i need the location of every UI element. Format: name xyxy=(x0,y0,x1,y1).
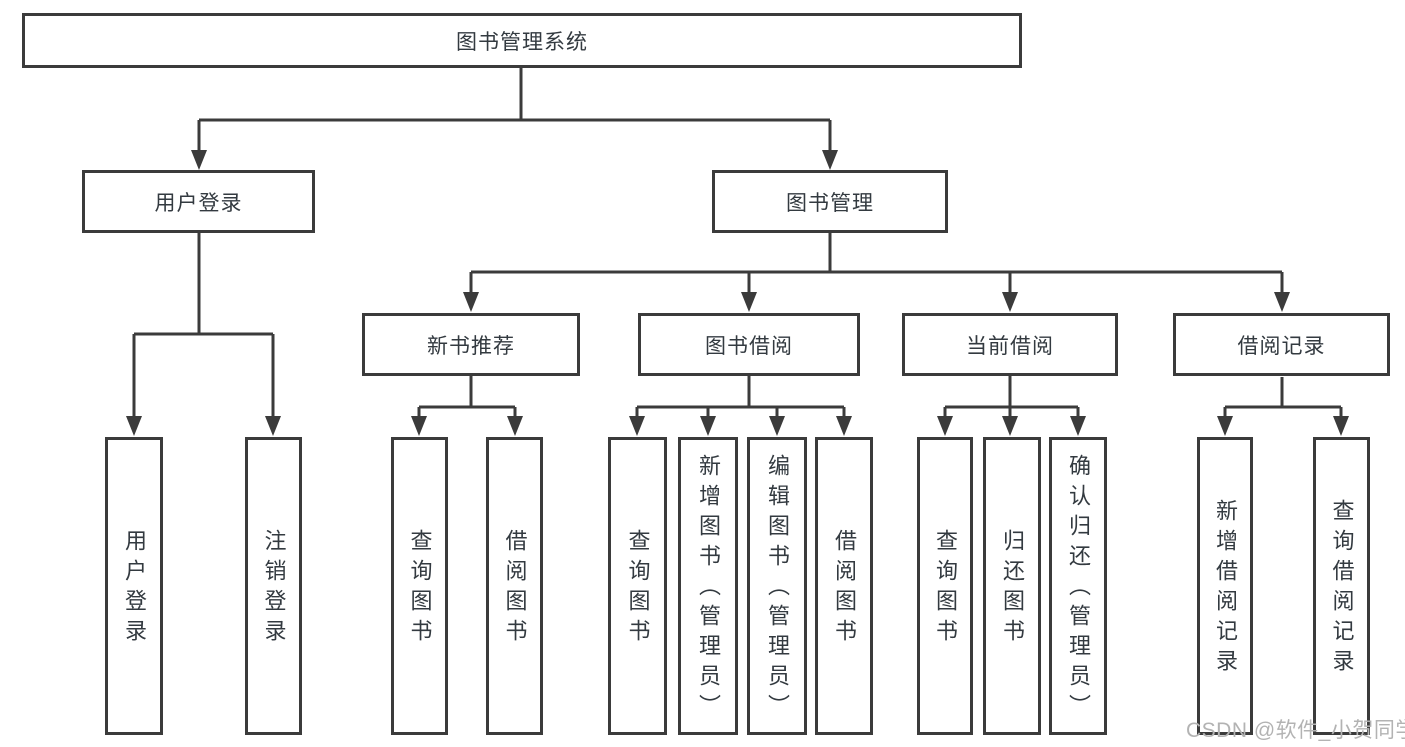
node-label: 新书推荐 xyxy=(427,334,515,358)
leaf-query-books-recommend: 查询图书 xyxy=(391,437,448,735)
node-label: 新增图书（管理员） xyxy=(696,454,721,724)
node-label: 查询图书 xyxy=(625,529,651,649)
node-user-login: 用户登录 xyxy=(82,170,315,233)
node-label: 借阅图书 xyxy=(832,529,857,649)
leaf-edit-book-admin: 编辑图书（管理员） xyxy=(747,437,807,735)
node-label: 当前借阅 xyxy=(966,334,1054,358)
leaf-logout: 注销登录 xyxy=(245,437,302,735)
node-label: 注销登录 xyxy=(261,529,287,649)
node-label: 归还图书 xyxy=(1000,529,1025,649)
node-label: 用户登录 xyxy=(154,191,243,215)
leaf-query-borrow-record: 查询借阅记录 xyxy=(1313,437,1370,735)
node-book-borrowing: 图书借阅 xyxy=(638,313,860,376)
leaf-borrow-books-recommend: 借阅图书 xyxy=(486,437,543,735)
leaf-return-books: 归还图书 xyxy=(983,437,1041,735)
leaf-add-borrow-record: 新增借阅记录 xyxy=(1197,437,1253,735)
node-label: 确认归还（管理员） xyxy=(1066,454,1091,724)
leaf-query-books-current: 查询图书 xyxy=(917,437,973,735)
leaf-user-login: 用户登录 xyxy=(105,437,163,735)
node-borrowing-records: 借阅记录 xyxy=(1173,313,1390,376)
leaf-borrow-books-borrowing: 借阅图书 xyxy=(815,437,873,735)
node-label: 借阅图书 xyxy=(502,529,528,649)
node-label: 借阅记录 xyxy=(1237,334,1326,358)
leaf-confirm-return-admin: 确认归还（管理员） xyxy=(1049,437,1107,735)
node-library-management-system: 图书管理系统 xyxy=(22,13,1022,68)
leaf-add-book-admin: 新增图书（管理员） xyxy=(678,437,738,735)
csdn-watermark: CSDN @软件_小贺同学 xyxy=(1186,719,1405,742)
node-label: 用户登录 xyxy=(122,529,147,649)
node-label: 查询图书 xyxy=(933,529,958,649)
node-label: 查询借阅记录 xyxy=(1329,499,1355,679)
node-label: 编辑图书（管理员） xyxy=(765,454,790,724)
leaf-query-books-borrowing: 查询图书 xyxy=(608,437,667,735)
node-label: 新增借阅记录 xyxy=(1213,499,1238,679)
node-label: 图书借阅 xyxy=(705,334,793,358)
node-book-management: 图书管理 xyxy=(712,170,948,233)
node-label: 图书管理 xyxy=(786,191,874,215)
node-label: 图书管理系统 xyxy=(456,30,588,54)
node-current-borrowing: 当前借阅 xyxy=(902,313,1118,376)
node-new-book-recommendation: 新书推荐 xyxy=(362,313,580,376)
node-label: 查询图书 xyxy=(407,529,433,649)
